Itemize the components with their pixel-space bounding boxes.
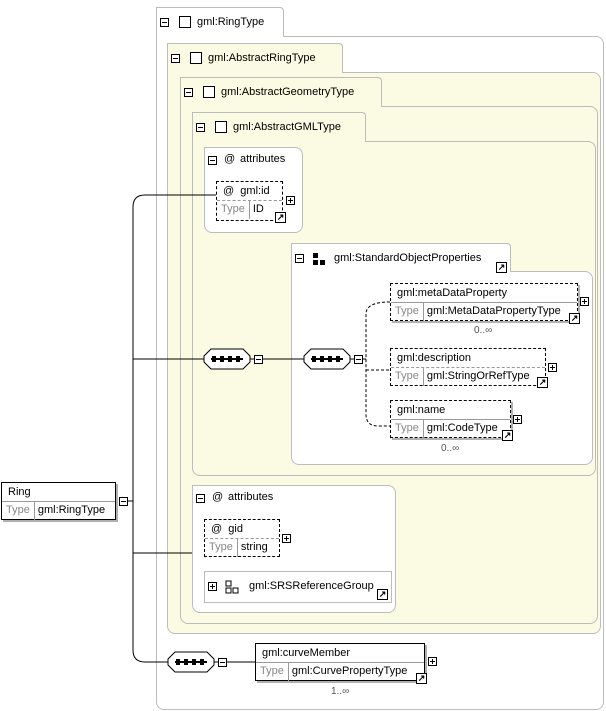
gml-id-link-icon[interactable]: ↗ — [275, 212, 286, 223]
ring-type: gml:RingType — [37, 504, 106, 516]
expand-description-icon[interactable] — [548, 363, 557, 372]
type-key: Type — [256, 663, 289, 681]
name-element-name: gml:name — [397, 404, 446, 416]
description-type: gml:StringOrRefType — [426, 370, 530, 382]
sequence-compositor-main[interactable] — [204, 348, 250, 370]
curve-member-occurs: 1..∞ — [331, 686, 350, 697]
attribute-group-icon — [225, 580, 239, 594]
ring-name: Ring — [8, 486, 31, 498]
srs-reference-group[interactable]: gml:SRSReferenceGroup ↗ — [204, 571, 392, 603]
abstract-geometry-type-tab: gml:AbstractGeometryType — [180, 77, 382, 107]
collapse-abstract-ring-type-icon[interactable] — [171, 54, 180, 63]
meta-data-property-name: gml:metaDataProperty — [397, 287, 508, 299]
type-key: Type — [205, 539, 238, 557]
at-icon: @ — [212, 491, 224, 503]
collapse-sequence-curve-icon[interactable] — [218, 658, 227, 667]
at-icon: @ — [224, 153, 236, 165]
gid-type: string — [240, 541, 268, 553]
expand-gid-icon[interactable] — [282, 534, 291, 543]
gml-id-type: ID — [252, 203, 264, 215]
attributes-label: attributes — [240, 153, 286, 165]
standard-object-properties-link-icon[interactable]: ↗ — [496, 262, 507, 273]
type-key: Type — [391, 420, 424, 438]
abstract-ring-type-tab: gml:AbstractRingType — [167, 43, 343, 73]
standard-object-properties-tab: gml:StandardObjectProperties — [291, 243, 511, 272]
gml-id-name: gml:id — [240, 185, 270, 197]
srs-reference-group-label: gml:SRSReferenceGroup — [249, 580, 374, 592]
type-key: Type — [217, 201, 250, 219]
collapse-attributes-icon[interactable] — [208, 156, 217, 165]
type-square-icon — [215, 121, 227, 134]
standard-object-properties-label: gml:StandardObjectProperties — [334, 252, 482, 264]
at-icon: @ — [223, 185, 235, 197]
expand-gml-id-icon[interactable] — [286, 196, 295, 205]
collapse-ring-type-icon[interactable] — [160, 18, 169, 27]
name-element-type: gml:CodeType — [426, 422, 498, 434]
curve-member-link-icon[interactable]: ↗ — [416, 673, 427, 684]
collapse-abstract-gml-type-icon[interactable] — [196, 123, 205, 132]
type-square-icon — [203, 86, 215, 99]
gid-name: gid — [228, 523, 243, 535]
collapse-attributes-ring-icon[interactable] — [196, 494, 205, 503]
type-key: Type — [391, 303, 424, 321]
abstract-ring-type-label: gml:AbstractRingType — [208, 52, 316, 64]
srs-reference-group-link-icon[interactable]: ↗ — [377, 589, 388, 600]
abstract-gml-type-label: gml:AbstractGMLType — [233, 121, 341, 133]
collapse-sequence-main-icon[interactable] — [254, 355, 263, 364]
meta-data-property-occurs: 0..∞ — [474, 325, 493, 336]
abstract-geometry-type-label: gml:AbstractGeometryType — [221, 86, 355, 98]
meta-data-property-link-icon[interactable]: ↗ — [569, 313, 580, 324]
description-name: gml:description — [397, 352, 471, 364]
collapse-abstract-geometry-type-icon[interactable] — [184, 88, 193, 97]
at-icon: @ — [211, 523, 223, 535]
sequence-compositor-inner[interactable] — [304, 348, 350, 370]
type-square-icon — [179, 16, 191, 29]
type-square-icon — [190, 52, 202, 65]
description-link-icon[interactable]: ↗ — [537, 377, 548, 388]
collapse-standard-object-properties-icon[interactable] — [295, 254, 304, 263]
expand-meta-data-property-icon[interactable] — [580, 297, 589, 306]
type-key: Type — [391, 368, 424, 386]
curve-member-type: gml:CurvePropertyType — [291, 665, 408, 677]
meta-data-property-type: gml:MetaDataPropertyType — [426, 305, 561, 317]
expand-curve-member-icon[interactable] — [428, 657, 437, 666]
group-icon — [313, 253, 325, 265]
collapse-sequence-inner-icon[interactable] — [354, 355, 363, 364]
ring-type-label: gml:RingType — [197, 16, 265, 28]
abstract-gml-type-tab: gml:AbstractGMLType — [192, 112, 366, 142]
name-link-icon[interactable]: ↗ — [502, 430, 513, 441]
attributes-ring-label: attributes — [228, 491, 274, 503]
collapse-ring-icon[interactable] — [119, 497, 128, 506]
expand-name-icon[interactable] — [513, 415, 522, 424]
curve-member-name: gml:curveMember — [262, 647, 351, 659]
expand-srs-reference-group-icon[interactable] — [208, 582, 217, 591]
sequence-compositor-curve[interactable] — [168, 651, 214, 673]
ring-type-tab: gml:RingType — [156, 7, 284, 37]
name-occurs: 0..∞ — [441, 443, 460, 454]
type-key: Type — [2, 502, 35, 520]
